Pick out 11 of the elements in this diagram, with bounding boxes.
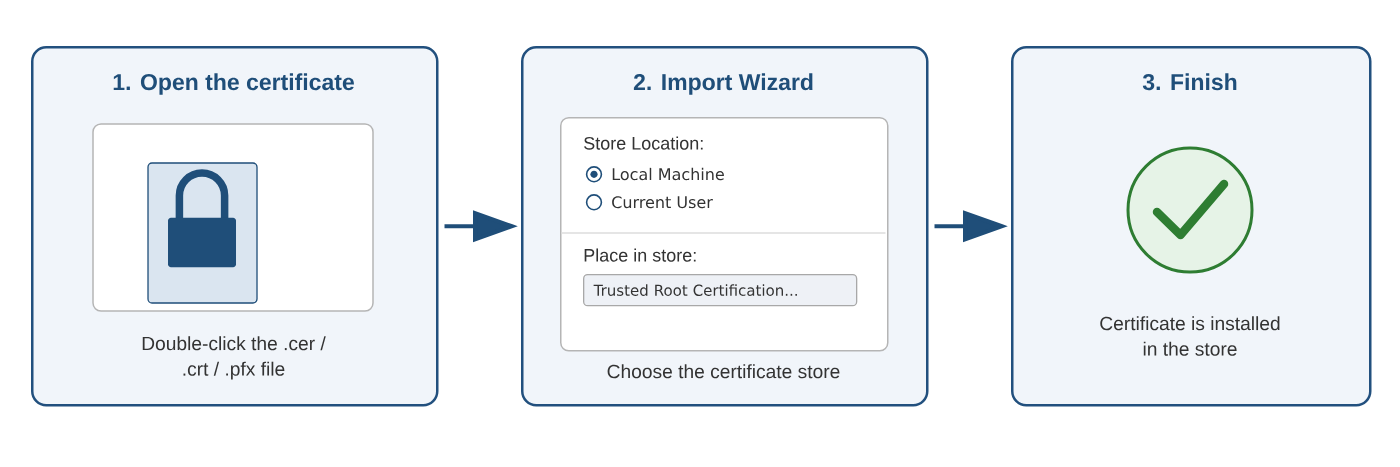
step-caption: Choose the certificate store bbox=[607, 364, 840, 379]
option-label: Current User bbox=[612, 196, 713, 209]
step-caption: Double-click the .cer / .crt / .pfx file bbox=[142, 336, 326, 380]
step-heading: 1. Open the certificate bbox=[113, 73, 354, 95]
dropdown-field: Trusted Root Certification... bbox=[583, 274, 858, 307]
option-label: Local Machine bbox=[612, 167, 724, 181]
step-caption: Certificate is installed in the store bbox=[1100, 316, 1280, 356]
field-label: Store Location: bbox=[584, 136, 703, 150]
field-label: Place in store: bbox=[584, 248, 696, 262]
step-heading: 2. Import Wizard bbox=[633, 73, 813, 95]
step-heading: 3. Finish bbox=[1142, 73, 1237, 91]
